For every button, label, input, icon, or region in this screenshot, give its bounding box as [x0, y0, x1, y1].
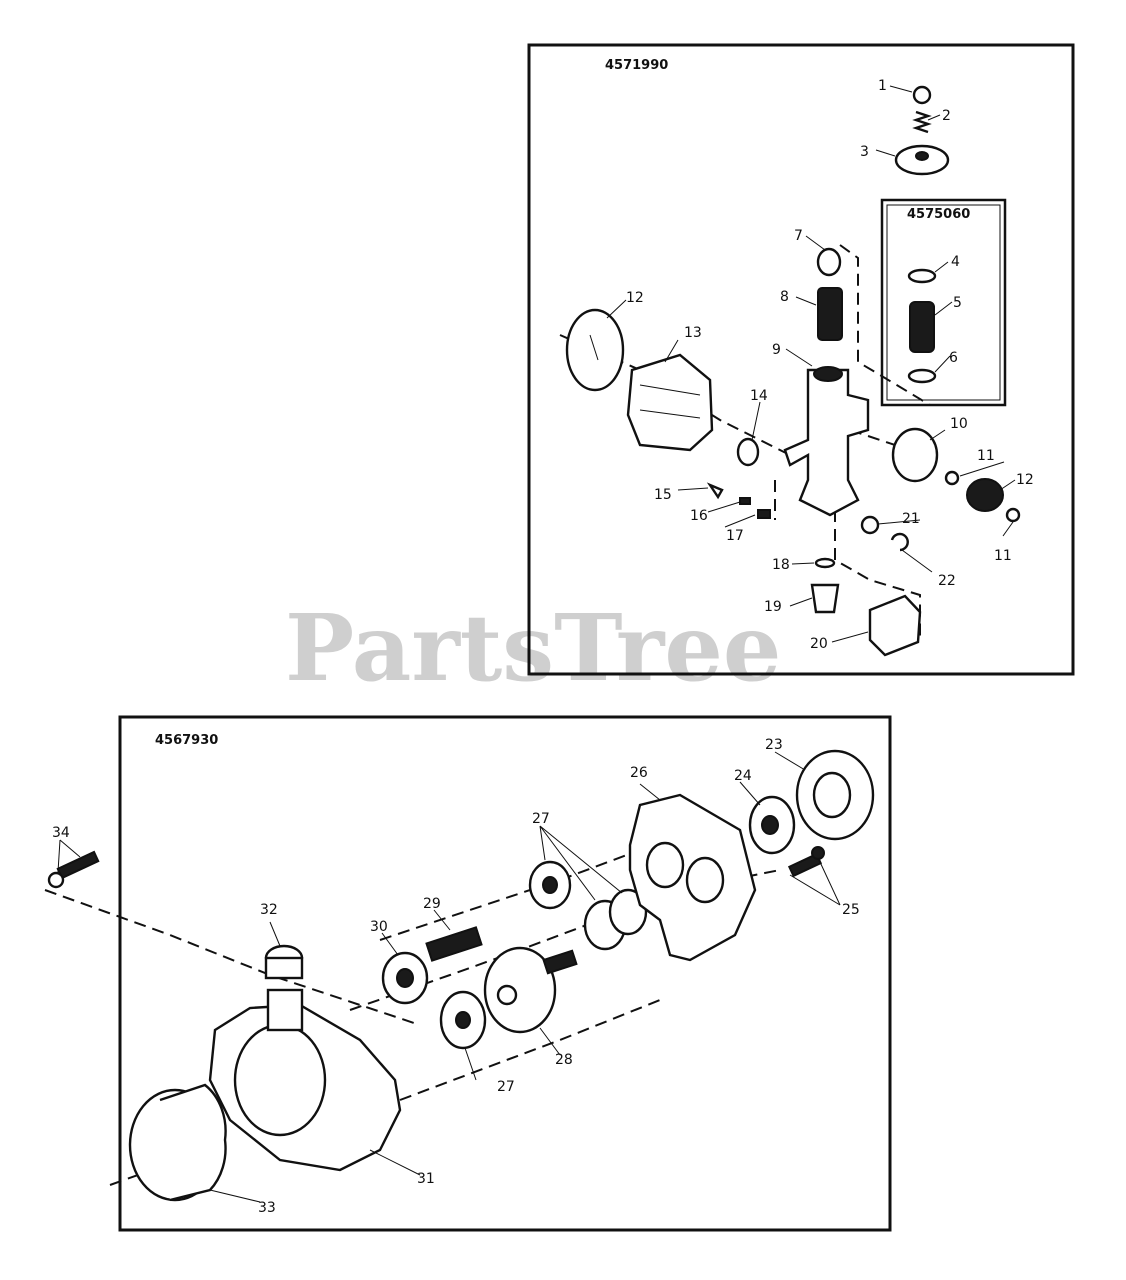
callout-3: 3: [860, 144, 869, 160]
part-23-bearing-inner: [812, 771, 852, 819]
part-25-bolt-head: [811, 846, 825, 860]
part-34-washer: [47, 871, 65, 889]
callout-20: 20: [810, 636, 828, 652]
part-7-plug: [816, 247, 842, 277]
part-9-port: [813, 366, 843, 382]
callout-18: 18: [772, 557, 790, 573]
lower-panel-frame: [118, 715, 892, 1232]
callout-33: 33: [258, 1200, 276, 1216]
part-6-washer: [907, 368, 937, 384]
lower-leaders: [57, 751, 841, 1203]
part-30-bearing-center: [396, 968, 414, 988]
part-14-washer: [736, 437, 760, 467]
part-2-spring: [912, 110, 932, 134]
subkit-frame-inner: [886, 204, 1001, 401]
upper-panel: 4571990 4575060: [527, 43, 1075, 676]
part-22-clip: [890, 532, 909, 552]
callout-14: 14: [750, 388, 768, 404]
part-32-cap-body: [264, 956, 304, 980]
lower-axis-top: [44, 889, 421, 1026]
part-29-shaft: [425, 926, 483, 962]
callout-29: 29: [423, 896, 441, 912]
lower-axis-upper: [379, 849, 641, 941]
callout-27-top: 27: [532, 811, 550, 827]
callout-26: 26: [630, 765, 648, 781]
callout-21: 21: [902, 511, 920, 527]
part-3-cap-hole: [915, 151, 929, 161]
part-21-nut: [860, 515, 880, 535]
callout-11-lower: 11: [994, 548, 1012, 564]
part-24-seal-center: [761, 815, 779, 835]
part-8-spring: [817, 287, 843, 341]
callout-31: 31: [417, 1171, 435, 1187]
part-15-clip: [706, 482, 724, 500]
callout-27-bottom: 27: [497, 1079, 515, 1095]
part-13-housing: [626, 353, 714, 452]
watermark: PartsTree: [285, 594, 781, 702]
lower-panel: 4567930: [44, 715, 892, 1232]
callout-22: 22: [938, 573, 956, 589]
subkit-number: 4575060: [907, 207, 970, 222]
part-20-block: [868, 594, 922, 657]
lower-kit-number: 4567930: [155, 733, 218, 748]
callout-16: 16: [690, 508, 708, 524]
callout-12-right: 12: [1016, 472, 1034, 488]
callout-32: 32: [260, 902, 278, 918]
upper-lower-dash: [834, 510, 921, 640]
callout-24: 24: [734, 768, 752, 784]
part-26-plate-hole-a: [645, 841, 685, 889]
part-11-oring-b: [1005, 507, 1021, 523]
callout-23: 23: [765, 737, 783, 753]
part-16-pin: [739, 497, 751, 505]
part-17-pin: [757, 509, 771, 519]
part-13-vanes: [639, 384, 701, 419]
part-19-fitting: [810, 583, 840, 614]
callout-7: 7: [794, 228, 803, 244]
part-10-nut: [891, 427, 939, 483]
part-1-nut: [912, 85, 932, 105]
part-31-housing-bore: [233, 1023, 327, 1137]
callout-17: 17: [726, 528, 744, 544]
callout-34: 34: [52, 825, 70, 841]
part-5-valve: [909, 301, 935, 353]
callout-30: 30: [370, 919, 388, 935]
callout-1: 1: [878, 78, 887, 94]
part-11-oring: [944, 470, 960, 486]
part-33-cover-rim: [159, 1083, 227, 1202]
callout-2: 2: [942, 108, 951, 124]
part-12-fitting: [966, 478, 1004, 512]
callout-5: 5: [953, 295, 962, 311]
callout-19: 19: [764, 599, 782, 615]
part-28-gear-hub: [496, 984, 518, 1006]
part-27-bearing-d-center: [455, 1011, 471, 1029]
callout-11-upper: 11: [977, 448, 995, 464]
callout-12-left: 12: [626, 290, 644, 306]
callout-13: 13: [684, 325, 702, 341]
subkit-frame: [880, 198, 1007, 407]
part-26-plate-hole-b: [685, 856, 725, 904]
part-9-valve-body: [783, 368, 870, 517]
upper-leaders: [606, 85, 1016, 643]
callout-8: 8: [780, 289, 789, 305]
callout-6: 6: [949, 350, 958, 366]
upper-panel-frame: [527, 43, 1075, 676]
callout-28: 28: [555, 1052, 573, 1068]
part-28-gear-shaft: [542, 949, 578, 975]
part-12-gasket-slot: [589, 334, 599, 361]
part-18-washer: [814, 557, 836, 569]
callout-10: 10: [950, 416, 968, 432]
part-31-neck: [266, 988, 304, 1032]
upper-kit-number: 4571990: [605, 58, 668, 73]
part-27-bearing-c: [608, 888, 648, 936]
callout-25: 25: [842, 902, 860, 918]
callout-4: 4: [951, 254, 960, 270]
part-28-gear: [483, 946, 557, 1034]
callout-9: 9: [772, 342, 781, 358]
part-4-washer: [907, 268, 937, 284]
part-27-bearing-a-center: [542, 876, 558, 894]
callout-15: 15: [654, 487, 672, 503]
